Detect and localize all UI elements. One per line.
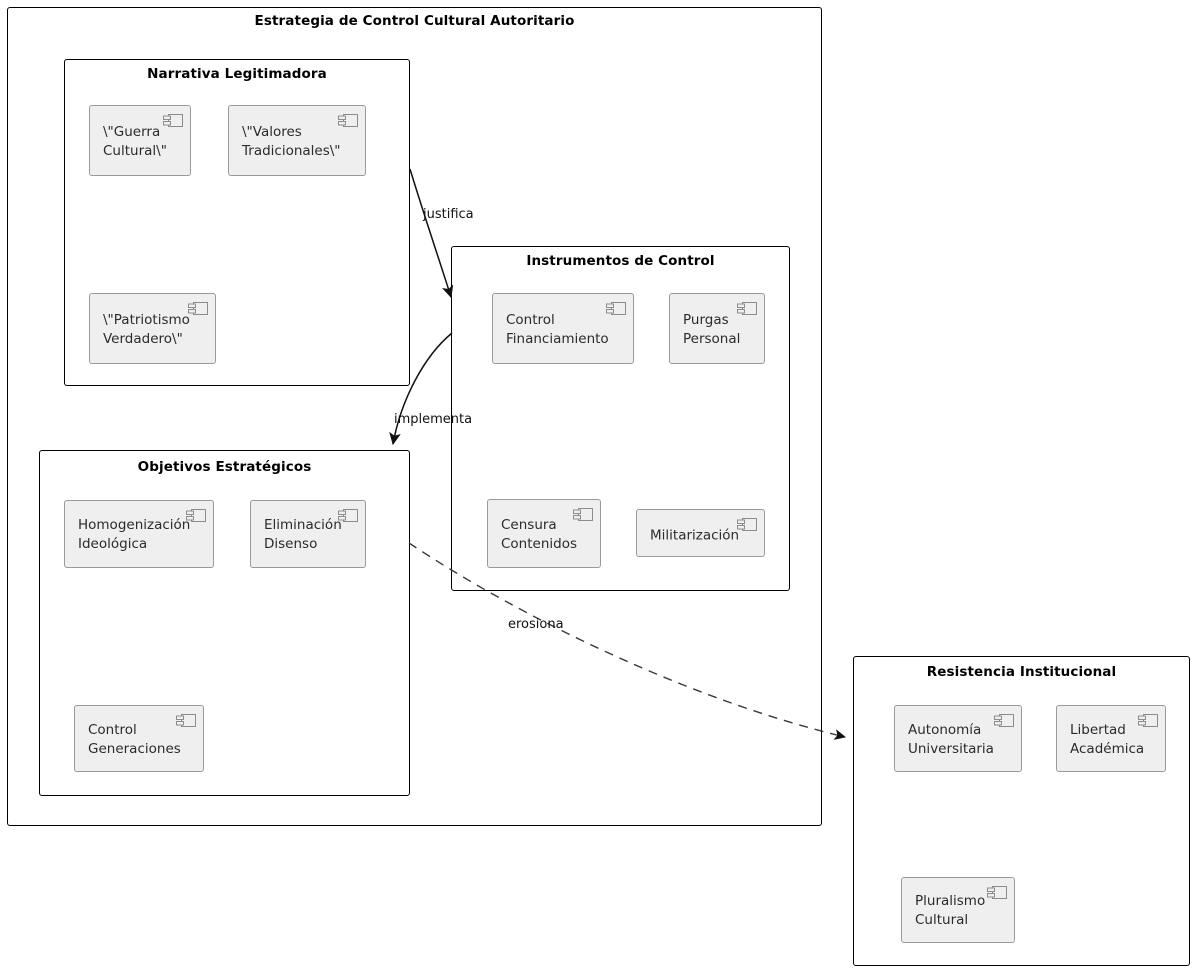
component-censura-contenidos[interactable]: Censura Contenidos xyxy=(487,499,601,568)
package-title-narrativa: Narrativa Legitimadora xyxy=(147,66,327,82)
edge-label-implementa: implementa xyxy=(394,412,473,427)
component-label: Militarización xyxy=(650,527,740,544)
package-title-estrategia: Estrategia de Control Cultural Autoritar… xyxy=(254,13,575,29)
package-estrategia-control-cultural[interactable]: Estrategia de Control Cultural Autoritar… xyxy=(7,7,822,826)
uml-component-icon xyxy=(176,712,196,727)
component-patriotismo-verdadero[interactable]: \"Patriotismo Verdadero\" xyxy=(89,293,216,364)
package-title-objetivos: Objetivos Estratégicos xyxy=(137,459,312,475)
uml-component-icon xyxy=(338,112,358,127)
component-control-generaciones[interactable]: Control Generaciones xyxy=(74,705,204,772)
component-libertad-academica[interactable]: Libertad Académica xyxy=(1056,705,1166,772)
component-label: \"Guerra Cultural\" xyxy=(103,123,167,159)
edge-label-justifica: justifica xyxy=(423,207,474,222)
component-homogenizacion-ideologica[interactable]: Homogenización Ideológica xyxy=(64,500,214,568)
uml-component-icon xyxy=(186,507,206,522)
uml-component-icon xyxy=(737,300,757,315)
component-eliminacion-disenso[interactable]: Eliminación Disenso xyxy=(250,500,366,568)
uml-component-icon xyxy=(606,300,626,315)
package-title-resistencia: Resistencia Institucional xyxy=(926,664,1117,680)
edge-label-erosiona: erosiona xyxy=(508,617,564,632)
component-label: Pluralismo Cultural xyxy=(915,892,986,928)
component-militarizacion[interactable]: Militarización xyxy=(636,509,765,557)
uml-component-icon xyxy=(338,507,358,522)
component-control-financiamiento[interactable]: Control Financiamiento xyxy=(492,293,634,364)
component-label: Control Financiamiento xyxy=(506,311,609,347)
component-autonomia-universitaria[interactable]: Autonomía Universitaria xyxy=(894,705,1022,772)
component-label: Purgas Personal xyxy=(683,311,741,347)
component-valores-tradicionales[interactable]: \"Valores Tradicionales\" xyxy=(228,105,366,176)
component-label: \"Patriotismo Verdadero\" xyxy=(103,311,190,347)
uml-component-icon xyxy=(737,516,757,531)
component-purgas-personal[interactable]: Purgas Personal xyxy=(669,293,765,364)
component-label: Eliminación Disenso xyxy=(264,516,342,552)
component-label: Autonomía Universitaria xyxy=(908,721,994,757)
uml-component-icon xyxy=(994,712,1014,727)
component-label: Control Generaciones xyxy=(88,721,181,757)
component-pluralismo-cultural[interactable]: Pluralismo Cultural xyxy=(901,877,1015,943)
package-title-instrumentos: Instrumentos de Control xyxy=(526,253,715,269)
uml-component-icon xyxy=(573,506,593,521)
uml-component-icon xyxy=(987,884,1007,899)
component-guerra-cultural[interactable]: \"Guerra Cultural\" xyxy=(89,105,191,176)
component-label: Libertad Académica xyxy=(1070,721,1145,757)
component-label: Homogenización Ideológica xyxy=(78,516,191,552)
component-label: \"Valores Tradicionales\" xyxy=(242,123,341,159)
package-resistencia-institucional[interactable]: Resistencia Institucional xyxy=(853,656,1190,966)
uml-component-icon xyxy=(1138,712,1158,727)
uml-component-icon xyxy=(188,300,208,315)
uml-component-icon xyxy=(163,112,183,127)
component-label: Censura Contenidos xyxy=(501,516,578,552)
